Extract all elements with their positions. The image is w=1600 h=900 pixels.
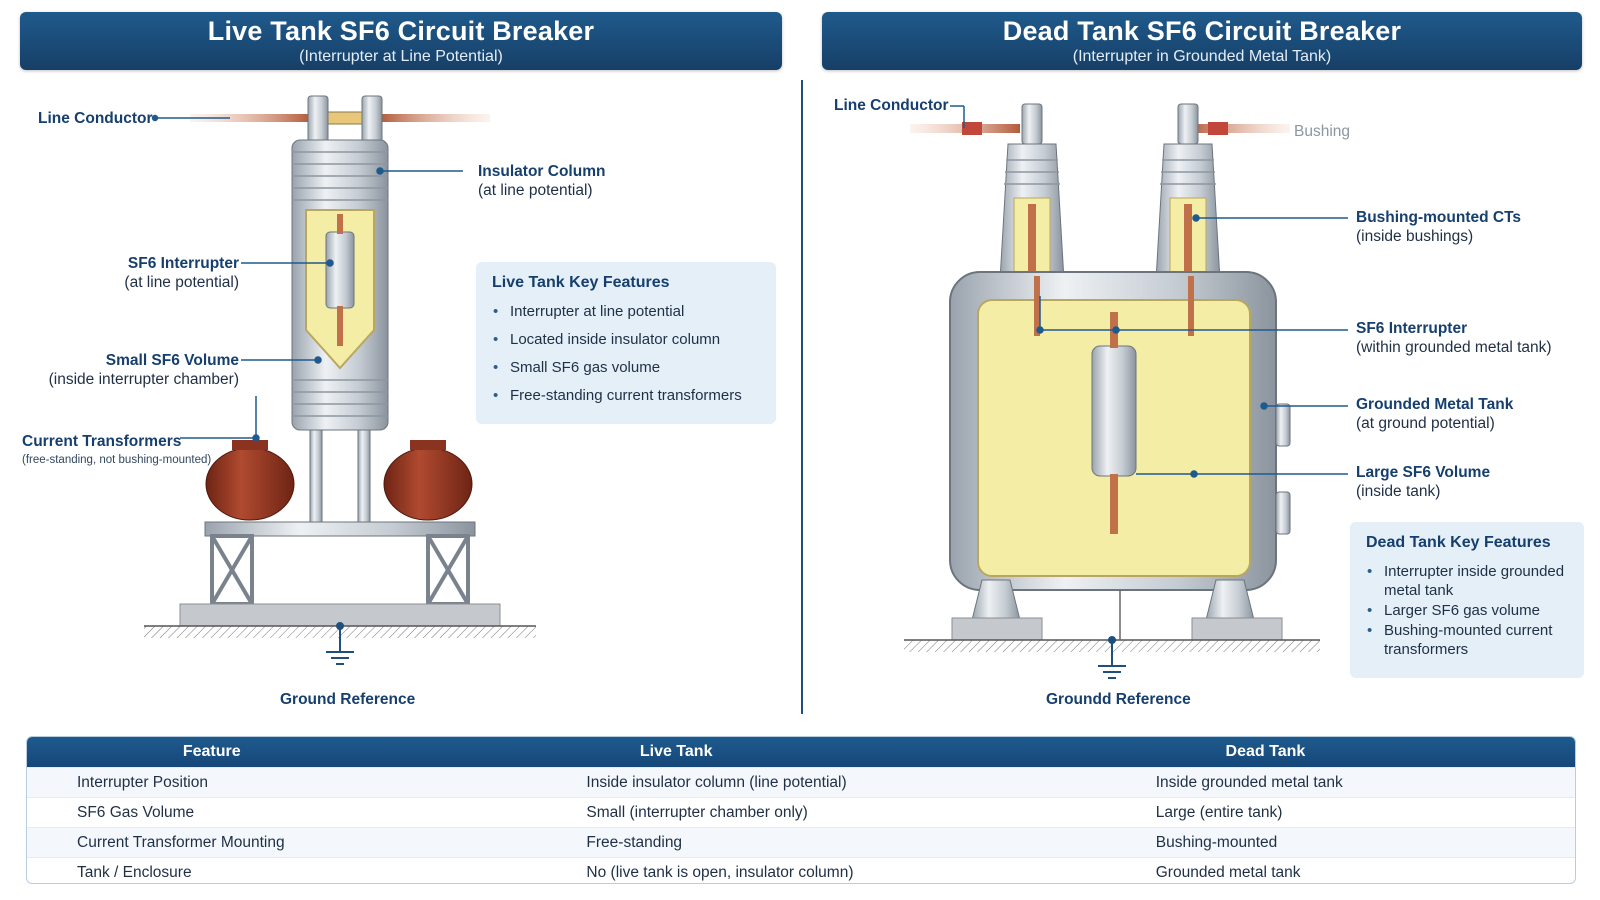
dead-feature-item: Bushing-mounted current transformers xyxy=(1367,621,1568,659)
live-interrupter-contact-bottom xyxy=(337,306,343,346)
live-tank-features-title: Live Tank Key Features xyxy=(492,274,670,291)
live-tank-header: Live Tank SF6 Circuit Breaker (Interrupt… xyxy=(20,12,782,70)
dead-tank-features-box: Dead Tank Key Features Interrupter insid… xyxy=(1350,522,1584,678)
table-cell: Small (interrupter chamber only) xyxy=(586,803,808,821)
table-cell: Tank / Enclosure xyxy=(77,863,192,881)
table-cell: Free-standing xyxy=(586,833,683,851)
live-tank-drawing xyxy=(144,95,536,665)
live-feature-item: Free-standing current transformers xyxy=(493,386,760,405)
live-terminal-right xyxy=(361,95,383,145)
comparison-table: Feature Live Tank Dead Tank Interrupter … xyxy=(26,736,1576,884)
dead-line-conductor-label: Line Conductor xyxy=(834,97,949,114)
table-cell: SF6 Gas Volume xyxy=(77,803,195,821)
table-header-feature: Feature xyxy=(182,743,241,760)
live-tank-features-box: Live Tank Key Features Interrupter at li… xyxy=(476,262,776,424)
live-tank-features-list: Interrupter at line potential Located in… xyxy=(492,302,760,405)
table-cell: Bushing-mounted xyxy=(1155,833,1278,851)
live-ground-label: Ground Reference xyxy=(280,691,416,708)
live-insulator-column-label: Insulator Column (at line potential) xyxy=(478,163,606,199)
live-line-conductor-left xyxy=(190,114,310,122)
dead-bushing-sheds xyxy=(1004,159,1216,185)
table-row: SF6 Gas Volume Small (interrupter chambe… xyxy=(27,797,1575,827)
dead-tank-drawing xyxy=(904,103,1348,679)
live-feature-item: Located inside insulator column xyxy=(493,330,760,349)
table-cell: Current Transformer Mounting xyxy=(77,833,285,851)
live-tank-title: Live Tank SF6 Circuit Breaker xyxy=(207,16,595,46)
table-row: Current Transformer Mounting Free-standi… xyxy=(27,827,1575,857)
dead-line-conductor-right xyxy=(1190,124,1290,133)
live-ct-right xyxy=(383,447,473,521)
dead-ground-symbol xyxy=(1098,636,1126,679)
dead-bushing-cap-right xyxy=(1177,103,1199,145)
live-line-conductor-right xyxy=(380,114,490,122)
dead-tank-features-list: Interrupter inside grounded metal tank L… xyxy=(1366,562,1568,659)
table-header-row: Feature Live Tank Dead Tank xyxy=(27,737,1575,767)
live-interrupter-contact-top xyxy=(337,214,343,234)
dead-tank-title: Dead Tank SF6 Circuit Breaker xyxy=(1002,16,1402,46)
live-feature-item: Small SF6 gas volume xyxy=(493,358,760,377)
dead-bushing-cap-left xyxy=(1021,103,1043,145)
table-cell: Inside grounded metal tank xyxy=(1155,773,1343,791)
live-interrupter-label: SF6 Interrupter (at line potential) xyxy=(124,255,239,291)
dead-pad-left xyxy=(951,617,1043,641)
table-row: Tank / Enclosure No (live tank is open, … xyxy=(27,857,1575,883)
live-interrupter-body xyxy=(325,231,355,309)
live-ground-symbol xyxy=(326,622,354,665)
dead-tank-header: Dead Tank SF6 Circuit Breaker (Interrupt… xyxy=(822,12,1582,70)
dead-interrupter-label: SF6 Interrupter (within grounded metal t… xyxy=(1356,320,1552,356)
live-terminal-left xyxy=(307,95,329,145)
live-leader-lines xyxy=(151,114,463,442)
live-ct-left-cap xyxy=(232,440,268,450)
table-cell: Grounded metal tank xyxy=(1155,863,1301,881)
table-cell: Large (entire tank) xyxy=(1155,803,1283,821)
live-base-legs xyxy=(210,534,470,606)
panel-divider xyxy=(801,80,803,714)
dead-tank-subtitle: (Interrupter in Grounded Metal Tank) xyxy=(1072,48,1332,65)
live-ct-left xyxy=(205,447,295,521)
dead-pad-right xyxy=(1191,617,1283,641)
table-row: Interrupter Position Inside insulator co… xyxy=(27,767,1575,797)
live-line-conductor-label: Line Conductor xyxy=(38,110,153,127)
live-ct-right-cap xyxy=(410,440,446,450)
table-header-dead-tank: Dead Tank xyxy=(1225,743,1306,760)
dead-tank-label: Grounded Metal Tank (at ground potential… xyxy=(1356,396,1514,432)
dead-ground-label: Groundd Reference xyxy=(1046,691,1191,708)
live-support-pipe-right xyxy=(357,429,371,523)
dead-leader-lines xyxy=(950,105,1348,478)
dead-feature-item: Larger SF6 gas volume xyxy=(1367,601,1568,620)
live-feature-item: Interrupter at line potential xyxy=(493,302,760,321)
live-tank-subtitle: (Interrupter at Line Potential) xyxy=(299,48,503,65)
dead-tank-features-title: Dead Tank Key Features xyxy=(1366,534,1551,551)
table-cell: Interrupter Position xyxy=(77,773,208,791)
dead-interrupter-body xyxy=(1091,345,1137,477)
live-support-pipe-left xyxy=(309,429,323,523)
dead-cts-label: Bushing-mounted CTs (inside bushings) xyxy=(1356,209,1522,245)
live-base-beam xyxy=(204,521,476,537)
live-ct-label: Current Transformers (free-standing, not… xyxy=(22,433,212,466)
dead-bushing-label: Bushing xyxy=(1294,123,1351,140)
live-sf6-volume-label: Small SF6 Volume (inside interrupter cha… xyxy=(48,352,239,388)
table-header-live-tank: Live Tank xyxy=(639,743,713,760)
live-insulator-sheds xyxy=(292,151,388,417)
table-cell: Inside insulator column (line potential) xyxy=(586,773,847,791)
table-cell: No (live tank is open, insulator column) xyxy=(586,863,854,881)
dead-feature-item: Interrupter inside grounded metal tank xyxy=(1367,562,1568,600)
dead-sf6-volume-label: Large SF6 Volume (inside tank) xyxy=(1356,464,1491,500)
